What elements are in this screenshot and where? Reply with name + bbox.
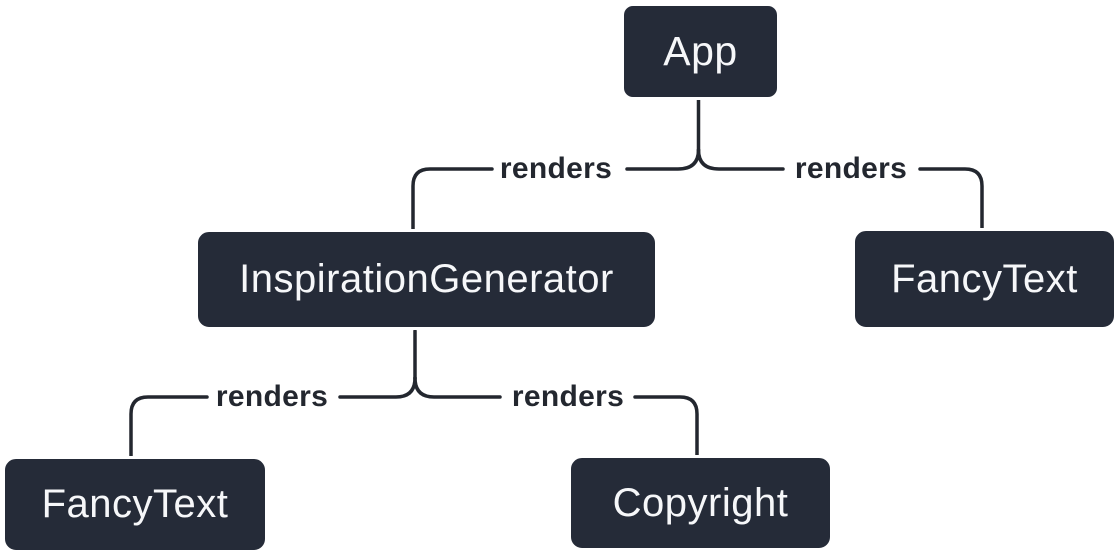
edge-label-app-fancy-text: renders bbox=[794, 152, 908, 185]
node-inspiration-generator: InspirationGenerator bbox=[195, 229, 658, 330]
edge-label-ig-fancy-text: renders bbox=[215, 380, 329, 413]
edge-line-app-right-splay bbox=[696, 148, 785, 171]
node-app: App bbox=[621, 3, 780, 100]
node-fancy-text-bottom: FancyText bbox=[2, 456, 268, 553]
node-label: Copyright bbox=[612, 480, 789, 525]
node-label: FancyText bbox=[891, 256, 1078, 301]
edge-line-to-fancy-text-bottom bbox=[129, 395, 209, 458]
edge-label-ig-copyright: renders bbox=[511, 380, 625, 413]
node-label: FancyText bbox=[41, 482, 229, 526]
edge-line-ig-right-splay bbox=[413, 376, 502, 399]
edge-line-ig-left-splay bbox=[338, 376, 417, 399]
node-copyright: Copyright bbox=[568, 455, 833, 551]
node-label: InspirationGenerator bbox=[239, 257, 614, 301]
node-fancy-text-top: FancyText bbox=[852, 228, 1117, 330]
edge-line-to-copyright bbox=[633, 395, 699, 457]
edge-line-app-left-splay bbox=[625, 148, 701, 171]
edge-label-app-inspiration-generator: renders bbox=[499, 152, 613, 185]
edge-line-to-inspiration-generator bbox=[411, 167, 494, 231]
node-label: App bbox=[663, 28, 738, 74]
edge-line-to-fancy-text-top bbox=[918, 167, 984, 230]
